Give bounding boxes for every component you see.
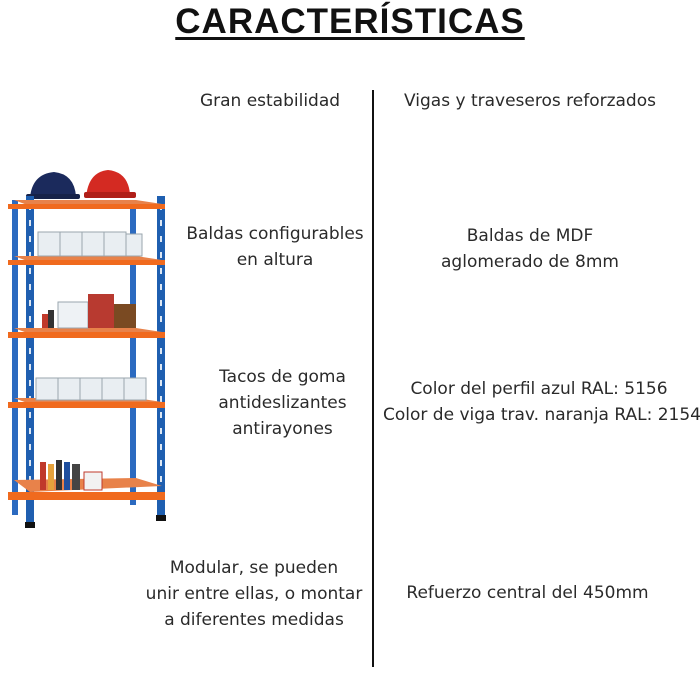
feature-colores-ral: Color del perfil azul RAL: 5156 Color de… <box>383 379 700 425</box>
shelf-3 <box>8 328 165 338</box>
feature-baldas-configurables: Baldas configurables en altura <box>186 224 364 270</box>
upright-front-left <box>26 196 34 526</box>
page-title: CARACTERÍSTICAS <box>175 2 525 41</box>
upright-back-left <box>12 200 18 515</box>
storage-bins-lower <box>35 377 147 401</box>
feature-tacos-goma: Tacos de goma antideslizantes antirayone… <box>218 367 347 439</box>
feature-modular: Modular, se pueden unir entre ellas, o m… <box>145 558 363 630</box>
feature-baldas-mdf: Baldas de MDF aglomerado de 8mm <box>441 226 619 272</box>
boxes-middle <box>42 294 136 329</box>
shelf-1 <box>8 200 165 209</box>
cans-bottom <box>40 460 103 491</box>
storage-bins-upper <box>37 231 143 257</box>
feature-gran-estabilidad: Gran estabilidad <box>199 91 341 111</box>
shelving-unit-image <box>8 170 166 528</box>
upright-back-right <box>130 200 136 505</box>
helmet-navy <box>26 172 80 199</box>
upright-front-right <box>157 196 165 521</box>
helmet-red <box>84 170 136 198</box>
shelf-2 <box>8 256 165 265</box>
feature-vigas-traveseros: Vigas y traveseros reforzados <box>404 91 656 111</box>
feature-refuerzo-central: Refuerzo central del 450mm <box>406 583 649 603</box>
center-divider <box>372 90 374 667</box>
